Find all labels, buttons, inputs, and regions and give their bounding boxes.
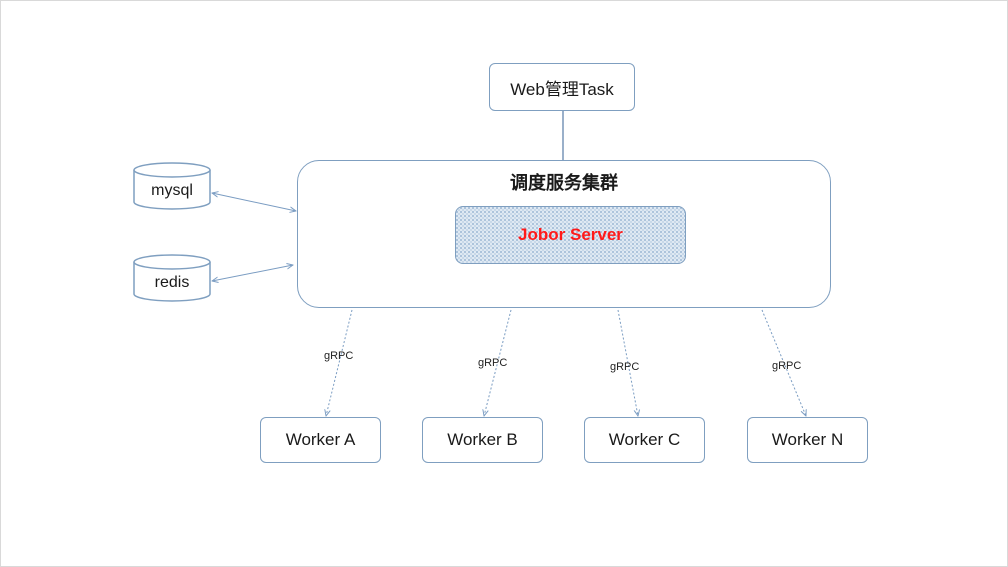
mysql-cluster-arrow [212, 193, 296, 211]
web-management-task-label: Web管理Task [510, 79, 614, 99]
worker-c-box: Worker C [584, 417, 705, 463]
grpc-label-n: gRPC [772, 360, 802, 372]
redis-cylinder [133, 254, 211, 302]
worker-b-box: Worker B [422, 417, 543, 463]
worker-a-box: Worker A [260, 417, 381, 463]
worker-b-label: Worker B [447, 430, 518, 449]
grpc-arrow-c [617, 309, 638, 416]
grpc-arrow-n [761, 309, 806, 416]
grpc-label-b: gRPC [478, 357, 508, 369]
web-management-task-box: Web管理Task [489, 63, 635, 111]
jobor-server-label: Jobor Server [518, 225, 623, 244]
mysql-cylinder [133, 162, 211, 210]
worker-a-label: Worker A [285, 430, 356, 449]
scheduler-cluster-box: 调度服务集群 [297, 160, 831, 308]
redis-cluster-arrow [212, 265, 293, 281]
scheduler-cluster-title: 调度服务集群 [510, 173, 618, 194]
worker-c-label: Worker C [608, 430, 681, 449]
redis-label: redis [154, 274, 190, 291]
grpc-label-a: gRPC [324, 350, 354, 362]
jobor-server-box: Jobor Server [455, 206, 686, 264]
mysql-label: mysql [151, 182, 193, 199]
worker-n-box: Worker N [747, 417, 868, 463]
worker-n-label: Worker N [771, 430, 844, 449]
grpc-arrow-a [326, 309, 353, 416]
grpc-label-c: gRPC [610, 361, 640, 373]
